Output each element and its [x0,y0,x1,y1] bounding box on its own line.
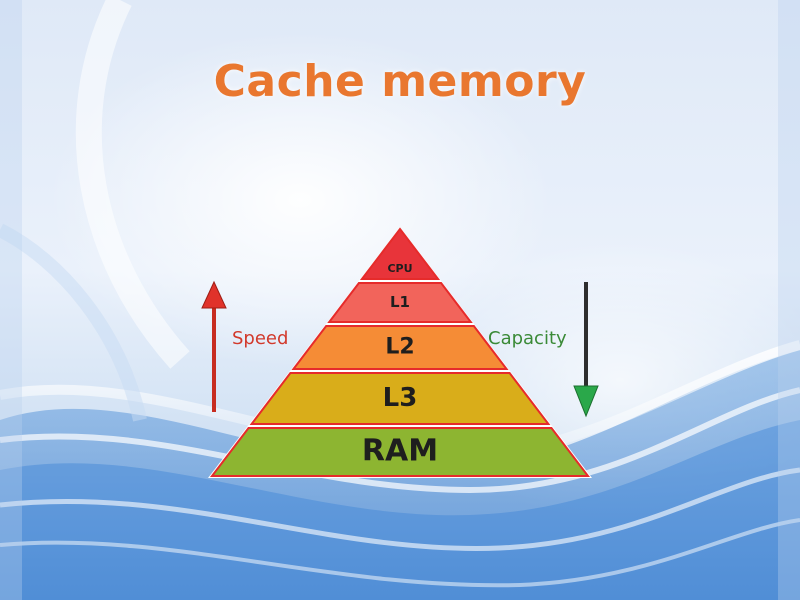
pyramid-level-label-l1: L1 [390,293,410,311]
pyramid-level-label-cpu: CPU [387,262,412,275]
pyramid-level-l1 [327,282,473,323]
pyramid-level-l2 [291,325,509,370]
speed-arrow-icon [201,280,227,412]
pyramid-level-label-l3: L3 [383,383,418,413]
pyramid-level-label-l2: L2 [385,335,414,360]
pyramid-level-label-ram: RAM [362,434,438,469]
slide-title: Cache memory [213,56,587,107]
capacity-arrow-icon [573,282,599,418]
pyramid-level-ram [209,427,591,477]
pyramid-level-cpu [359,227,441,280]
pyramid-level-l3 [249,372,551,425]
speed-label: Speed [232,328,289,349]
capacity-label: Capacity [488,328,567,349]
